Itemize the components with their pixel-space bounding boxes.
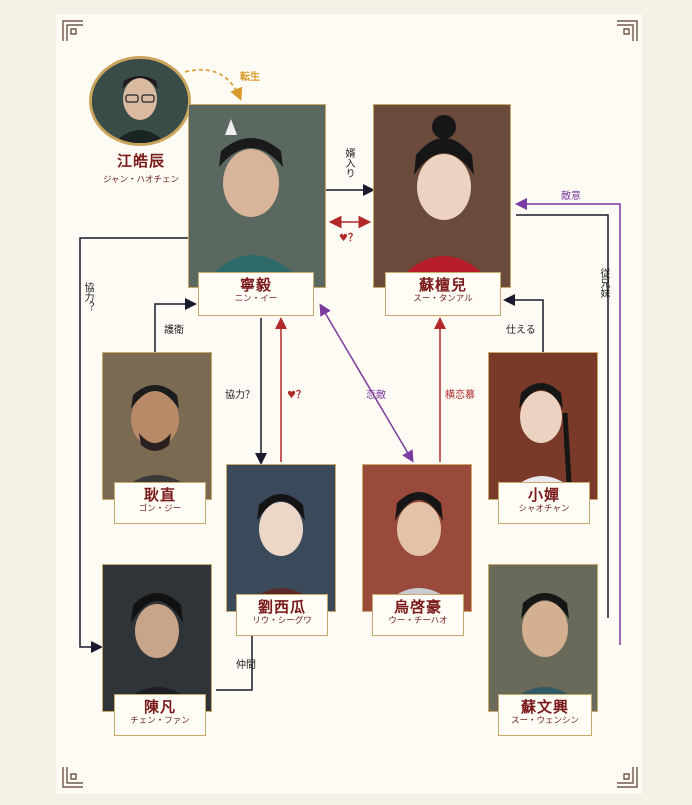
liu-xigua-kana: リウ・シーグワ — [252, 616, 312, 626]
ning-yi-photo — [188, 104, 326, 288]
line-cousins — [516, 214, 609, 618]
liu-xigua-namebox: 劉西瓜 リウ・シーグワ — [236, 594, 328, 636]
wu-qihao-name: 烏啓豪 — [393, 598, 442, 616]
label-reincarnation: 転生 — [240, 72, 260, 83]
jiang-haochen-avatar[interactable] — [89, 56, 191, 146]
label-serve: 仕える — [506, 325, 536, 336]
ning-yi-kana: ニン・イー — [234, 294, 278, 304]
su-tanr-namebox: 蘇檀兒 スー・タンアル — [385, 272, 501, 316]
geng-zhi-namebox: 耿直 ゴン・ジー — [114, 482, 206, 524]
corner-ornament-bottom-right — [617, 767, 638, 788]
corner-ornament-bottom-left — [62, 767, 83, 788]
label-marriage: 婿入り — [343, 148, 354, 178]
liu-xigua-name: 劉西瓜 — [257, 598, 306, 616]
xiao-chan-kana: シャオチャン — [518, 504, 570, 514]
ning-yi-namebox: 寧毅 ニン・イー — [198, 272, 314, 316]
xiao-chan-photo — [488, 352, 598, 500]
line-love-rival — [319, 303, 414, 463]
label-cooperate-liu: 協力？ — [225, 390, 255, 401]
su-wenxing-namebox: 蘇文興 スー・ウェンシン — [498, 694, 592, 736]
liu-xigua-photo — [226, 464, 336, 612]
wu-qihao-namebox: 烏啓豪 ウー・チーハオ — [372, 594, 464, 636]
wu-qihao-kana: ウー・チーハオ — [388, 616, 448, 626]
line-cooperate-chen — [79, 237, 190, 653]
chen-fan-photo — [102, 564, 212, 712]
su-tanr-kana: スー・タンアル — [413, 294, 473, 304]
corner-ornament-top-right — [617, 20, 638, 41]
chen-fan-kana: チェン・ファン — [130, 716, 190, 726]
line-guard — [154, 298, 197, 352]
label-one-sided: 横恋慕 — [445, 390, 475, 401]
label-love-main: ♥？ — [339, 233, 358, 244]
xiao-chan-namebox: 小嬋 シャオチャン — [498, 482, 590, 524]
jiang-haochen-kana: ジャン・ハオチェン — [102, 175, 180, 185]
su-wenxing-name: 蘇文興 — [520, 698, 569, 716]
su-wenxing-kana: スー・ウェンシン — [510, 716, 579, 726]
su-tanr-photo — [373, 104, 511, 288]
line-serve — [503, 294, 544, 352]
geng-zhi-photo — [102, 352, 212, 500]
su-wenxing-photo — [488, 564, 598, 712]
line-rivalry — [515, 198, 621, 645]
label-love-liu: ♥？ — [287, 390, 306, 401]
chen-fan-namebox: 陳凡 チェン・ファン — [114, 694, 206, 736]
ning-yi-name: 寧毅 — [239, 276, 272, 294]
label-rivalry: 敵意 — [561, 191, 581, 202]
corner-ornament-top-left — [62, 20, 83, 41]
jiang-haochen-caption: 江皓辰 ジャン・ハオチェン — [96, 150, 186, 185]
jiang-haochen-name: 江皓辰 — [116, 152, 165, 170]
su-tanr-name: 蘇檀兒 — [418, 276, 467, 294]
label-companion: 仲間 — [236, 660, 256, 671]
line-companion — [216, 636, 253, 691]
geng-zhi-name: 耿直 — [143, 486, 176, 504]
label-cousins: 従兄妹 — [598, 268, 609, 298]
label-cooperate-chen: 協力？ — [82, 282, 93, 312]
label-guard: 護衛 — [164, 325, 184, 336]
line-reincarnation — [184, 69, 243, 101]
xiao-chan-name: 小嬋 — [527, 486, 560, 504]
label-love-rival: 恋敵 — [366, 390, 386, 401]
wu-qihao-photo — [362, 464, 472, 612]
geng-zhi-kana: ゴン・ジー — [138, 504, 182, 514]
chen-fan-name: 陳凡 — [143, 698, 176, 716]
